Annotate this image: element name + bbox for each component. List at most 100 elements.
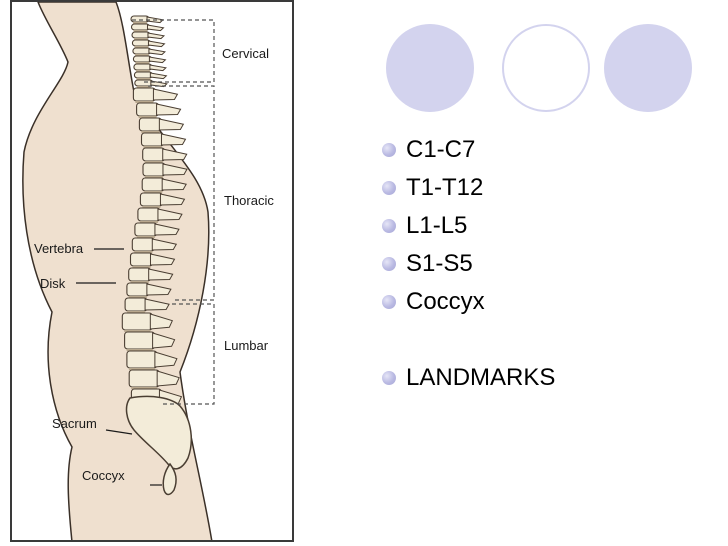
vertebra-process bbox=[162, 148, 188, 161]
decorative-circle-middle bbox=[502, 24, 590, 112]
decorative-circle-left bbox=[386, 24, 474, 112]
vertebra-process bbox=[147, 32, 166, 40]
vertebra-process bbox=[147, 40, 166, 48]
coccyx-bone bbox=[162, 462, 177, 496]
vertebra-body bbox=[136, 102, 160, 117]
vertebra-body bbox=[126, 282, 150, 297]
intervertebral-disk bbox=[143, 146, 162, 148]
decorative-circle-right bbox=[604, 24, 692, 112]
vertebra-process bbox=[154, 223, 180, 236]
vertebra-body bbox=[129, 252, 154, 267]
bullet-icon bbox=[382, 295, 396, 309]
vertebra-body bbox=[124, 331, 156, 350]
vertebra-body bbox=[134, 79, 154, 87]
list-item-text: T1-T12 bbox=[406, 174, 484, 201]
intervertebral-disk bbox=[134, 46, 149, 48]
vertebra-process bbox=[151, 238, 178, 251]
vertebra-process bbox=[146, 283, 172, 296]
vertebra-body bbox=[141, 177, 165, 192]
list-item-text: Coccyx bbox=[406, 288, 485, 315]
thoracic-label: Thoracic bbox=[224, 193, 274, 208]
intervertebral-disk bbox=[135, 101, 154, 103]
vertebra-process bbox=[149, 64, 167, 72]
vertebra-body bbox=[124, 297, 148, 312]
intervertebral-disk bbox=[145, 176, 163, 178]
vertebra-body bbox=[142, 162, 166, 177]
spine-diagram: Cervical Thoracic Lumbar Vertebra Disk S… bbox=[22, 2, 274, 540]
bullet-icon bbox=[382, 257, 396, 271]
vertebra-body bbox=[131, 237, 155, 252]
intervertebral-disk bbox=[133, 30, 148, 32]
list-item-text: LANDMARKS bbox=[406, 364, 556, 391]
vertebra-body bbox=[132, 55, 152, 63]
intervertebral-disk bbox=[132, 266, 151, 268]
intervertebral-disk bbox=[128, 368, 155, 370]
vertebra-process bbox=[158, 118, 185, 131]
vertebra-body bbox=[137, 207, 161, 222]
vertebra-body bbox=[130, 23, 151, 31]
vertebra-process bbox=[149, 313, 174, 330]
intervertebral-disk bbox=[130, 281, 149, 283]
bullet-icon bbox=[382, 371, 396, 385]
vertebra-body bbox=[142, 147, 166, 162]
intervertebral-disk bbox=[136, 86, 151, 88]
vertebra-body bbox=[128, 369, 160, 388]
vertebra-body bbox=[132, 47, 152, 55]
vertebra-process bbox=[144, 298, 170, 311]
vertebra-process bbox=[149, 253, 176, 266]
intervertebral-disk bbox=[139, 221, 158, 223]
intervertebral-disk bbox=[142, 206, 161, 208]
lumbar-bracket bbox=[162, 303, 215, 405]
vertebra-process bbox=[154, 351, 178, 368]
vertebra-body bbox=[126, 350, 158, 369]
intervertebral-disk bbox=[141, 131, 160, 133]
intervertebral-disk bbox=[134, 251, 153, 253]
list-item-text: L1-L5 bbox=[406, 212, 468, 239]
vertebra-process bbox=[149, 72, 168, 80]
vertebra-process bbox=[148, 56, 167, 64]
vertebra-body bbox=[133, 71, 153, 79]
vertebra-body bbox=[134, 222, 158, 237]
spine-column bbox=[121, 15, 188, 408]
vertebra-process bbox=[156, 370, 180, 387]
vertebra-process bbox=[156, 103, 182, 116]
intervertebral-disk bbox=[124, 330, 151, 332]
intervertebral-disk bbox=[134, 54, 149, 56]
intervertebral-disk bbox=[136, 236, 155, 238]
vertebra-body bbox=[133, 63, 153, 71]
intervertebral-disk bbox=[138, 116, 157, 118]
region-brackets bbox=[132, 19, 215, 405]
intervertebral-disk bbox=[128, 296, 147, 298]
cervical-bracket bbox=[132, 19, 215, 83]
list-item-text: S1-S5 bbox=[406, 250, 473, 277]
cervical-label: Cervical bbox=[222, 46, 269, 61]
bullet-icon bbox=[382, 143, 396, 157]
thoracic-bracket bbox=[148, 85, 215, 301]
vertebra-process bbox=[162, 163, 188, 176]
vertebra-body bbox=[139, 192, 163, 207]
bullet-icon bbox=[382, 181, 396, 195]
intervertebral-disk bbox=[135, 62, 150, 64]
vertebra-body bbox=[130, 15, 150, 23]
vertebra-body bbox=[121, 312, 153, 331]
intervertebral-disk bbox=[134, 38, 148, 40]
pointer-lines bbox=[76, 248, 162, 486]
intervertebral-disk bbox=[136, 78, 151, 80]
vertebra-body bbox=[131, 31, 151, 39]
intervertebral-disk bbox=[135, 70, 150, 72]
intervertebral-disk bbox=[127, 311, 146, 313]
vertebra-process bbox=[159, 193, 186, 206]
vertebra-process bbox=[152, 332, 176, 349]
vertebra-process bbox=[160, 133, 187, 146]
intervertebral-disk bbox=[133, 22, 147, 24]
vertebra-process bbox=[148, 48, 166, 56]
vertebra-process bbox=[157, 208, 183, 221]
vertebra-body bbox=[131, 39, 151, 47]
intervertebral-disk bbox=[144, 161, 163, 163]
disk-label: Disk bbox=[40, 276, 66, 291]
vertebra-body bbox=[128, 267, 152, 282]
vertebra-process bbox=[148, 268, 174, 281]
vertebra-process bbox=[152, 88, 179, 101]
vertebra-process bbox=[161, 178, 187, 191]
